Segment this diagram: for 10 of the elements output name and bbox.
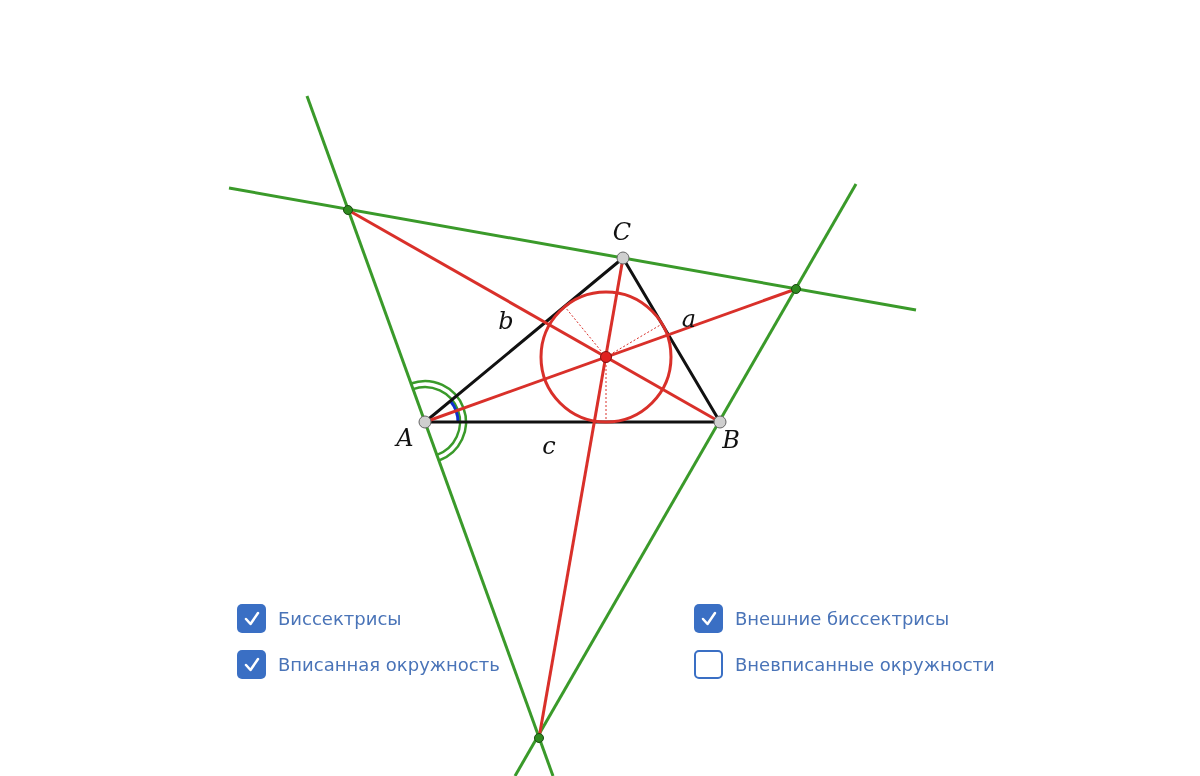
point-label: b (498, 309, 514, 333)
checkbox-label: Биссектрисы (278, 607, 402, 631)
checkbox-label: Вписанная окружность (278, 653, 500, 677)
point-label: B (722, 428, 740, 452)
point-label: c (542, 434, 556, 458)
point-label: A (396, 426, 414, 450)
checkbox-label: Вневписанные окружности (735, 653, 995, 677)
checkbox-label: Внешние биссектрисы (735, 607, 950, 631)
point-label: a (681, 307, 697, 331)
point-label: C (612, 220, 632, 244)
